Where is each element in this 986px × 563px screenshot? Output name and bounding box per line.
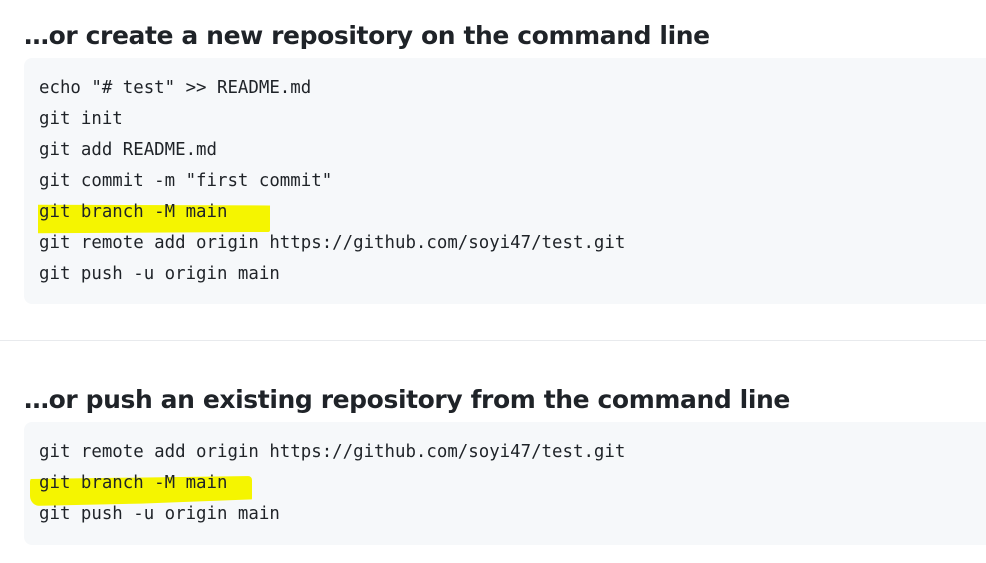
push-existing-section: …or push an existing repository from the… (0, 341, 986, 563)
section-divider (0, 340, 986, 341)
code-line-highlighted[interactable]: git branch -M main (39, 202, 228, 222)
code-line[interactable]: git remote add origin https://github.com… (39, 442, 626, 462)
push-existing-code-block[interactable]: git remote add origin https://github.com… (24, 422, 986, 545)
code-line[interactable]: git push -u origin main (39, 264, 280, 284)
code-line[interactable]: echo "# test" >> README.md (39, 78, 312, 98)
code-line[interactable]: git push -u origin main (39, 504, 280, 524)
code-line-highlighted[interactable]: git branch -M main (39, 473, 228, 493)
code-line[interactable]: git init (39, 109, 123, 129)
create-repo-title: …or create a new repository on the comma… (24, 21, 710, 50)
code-line[interactable]: git commit -m "first commit" (39, 171, 333, 191)
code-line[interactable]: git remote add origin https://github.com… (39, 233, 626, 253)
create-repo-section: …or create a new repository on the comma… (24, 21, 986, 304)
code-line[interactable]: git add README.md (39, 140, 217, 160)
push-existing-title: …or push an existing repository from the… (24, 385, 790, 414)
create-repo-code-block[interactable]: echo "# test" >> README.md git init git … (24, 58, 986, 304)
